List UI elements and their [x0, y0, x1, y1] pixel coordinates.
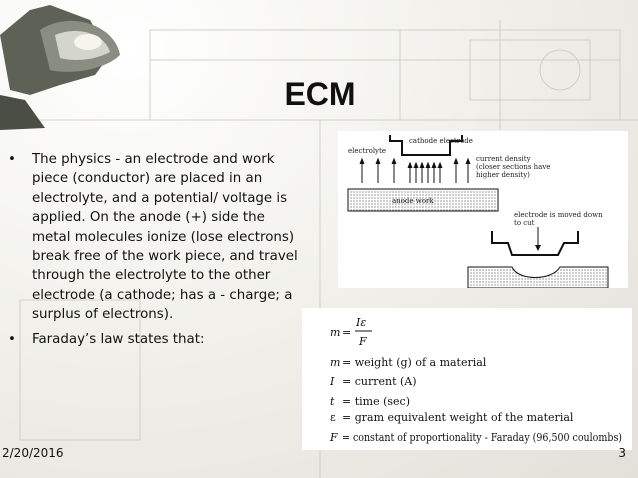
formula-svg: m = Iε F m = weight (g) of a material I … — [329, 316, 622, 444]
formula-numerator: Iε — [355, 316, 366, 329]
anode-work-shape — [347, 188, 499, 212]
page-number: 3 — [618, 446, 626, 460]
def-epsilon-symbol: ε — [330, 411, 336, 424]
bullet-item-physics: • The physics - an electrode and work pi… — [8, 150, 298, 325]
current-density-note2: higher density) — [476, 171, 530, 179]
move-arrowhead — [535, 245, 541, 251]
bullet-item-faraday: • Faraday’s law states that: — [8, 330, 298, 349]
def-f-text: = constant of proportionality - Faraday … — [342, 431, 622, 444]
formula-eq: = — [342, 326, 351, 339]
faraday-formula: m = Iε F m = weight (g) of a material I … — [302, 308, 632, 450]
def-i-text: = current (A) — [342, 375, 417, 388]
def-m-symbol: m — [330, 356, 340, 369]
current-density-label: current density — [476, 155, 531, 163]
bullet-dot-icon: • — [8, 152, 16, 167]
def-t-text: = time (sec) — [342, 395, 410, 408]
def-i-symbol: I — [329, 375, 335, 388]
def-m-text: = weight (g) of a material — [342, 356, 487, 369]
bullet-text-faraday: Faraday’s law states that: — [32, 331, 205, 347]
cathode-label: cathode electrode — [409, 137, 473, 145]
current-arrows — [359, 157, 471, 183]
slide-title: ECM — [284, 76, 356, 112]
formula-denominator: F — [358, 335, 367, 348]
def-t-symbol: t — [330, 395, 335, 408]
desk-lamp-image — [0, 5, 120, 130]
moved-down-label: electrode is moved down — [514, 211, 603, 219]
bullet-list: • The physics - an electrode and work pi… — [8, 150, 298, 354]
cut-work-shape — [467, 266, 609, 288]
bullet-dot-icon: • — [8, 331, 16, 347]
bullet-text-physics: The physics - an electrode and work piec… — [32, 152, 298, 323]
footer-date: 2/20/2016 — [2, 446, 64, 460]
ecm-diagram-svg: cathode electrode electrolyte anode work — [347, 135, 609, 288]
def-f-symbol: F — [329, 431, 338, 444]
ecm-diagram: cathode electrode electrolyte anode work — [338, 131, 628, 288]
cathode-electrode-shape — [389, 135, 463, 156]
electrolyte-label: electrolyte — [348, 147, 386, 155]
anode-label: anode work — [392, 197, 434, 205]
def-epsilon-text: = gram equivalent weight of the material — [342, 411, 574, 424]
moved-down-note: to cut — [514, 219, 535, 227]
formula-m: m — [330, 326, 340, 339]
electrode-moved-shape — [491, 231, 579, 256]
current-density-note: (closer sections have — [476, 163, 550, 171]
